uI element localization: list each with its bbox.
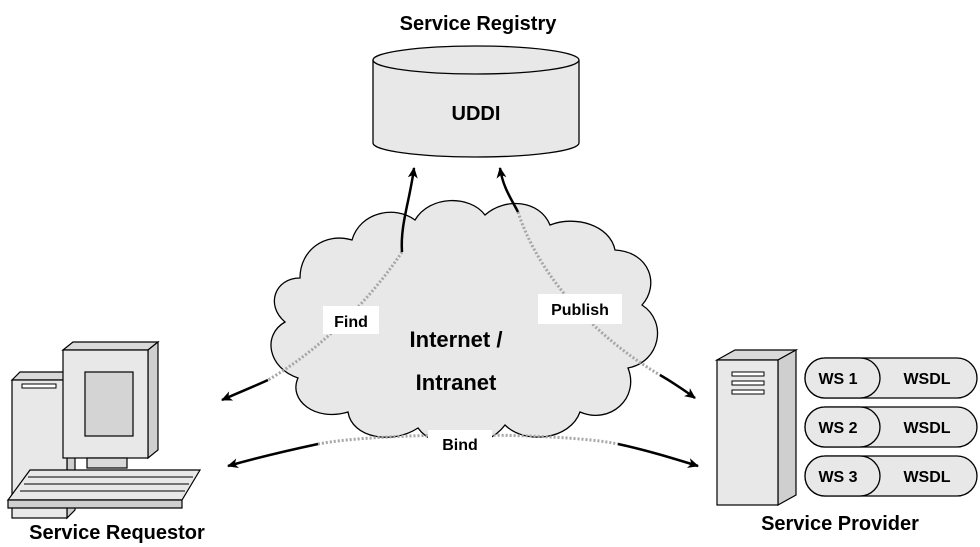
publish-label-box: Publish [538, 294, 622, 324]
bind-arrow-provider [617, 442, 699, 468]
bind-label-box: Bind [428, 430, 492, 458]
find-label: Find [334, 314, 368, 331]
registry-title: Service Registry [400, 13, 558, 35]
bind-dotted-path [317, 433, 619, 446]
network-label-line1: Internet / [410, 327, 503, 352]
find-label-box: Find [323, 306, 379, 334]
uddi-label: UDDI [452, 103, 501, 125]
publish-arrow-up [496, 167, 520, 213]
ws-pill-1-ws: WS 1 [818, 371, 857, 388]
network-label-line2: Intranet [416, 370, 497, 395]
bind-label: Bind [442, 437, 478, 454]
ws-pill-3-ws: WS 3 [818, 469, 857, 486]
ws-pill-3: WS 3 WSDL [804, 455, 978, 497]
network-cloud [270, 199, 659, 447]
provider-title: Service Provider [761, 513, 919, 535]
ws-pill-2: WS 2 WSDL [804, 406, 978, 448]
requestor-title: Service Requestor [29, 522, 205, 544]
publish-label: Publish [551, 302, 609, 319]
ws-pill-1-wsdl: WSDL [903, 371, 950, 388]
ws-pill-2-ws: WS 2 [818, 420, 857, 437]
uddi-database-icon [372, 45, 580, 158]
find-arrow-requestor [221, 378, 269, 402]
find-arrow-up [400, 167, 418, 253]
ws-pill-3-wsdl: WSDL [903, 469, 950, 486]
publish-arrow-provider [659, 373, 696, 400]
ws-pill-2-wsdl: WSDL [903, 420, 950, 437]
server-icon [714, 348, 799, 507]
bind-arrow-requestor [227, 442, 319, 469]
computer-icon [6, 340, 202, 520]
ws-pill-1: WS 1 WSDL [804, 357, 978, 399]
